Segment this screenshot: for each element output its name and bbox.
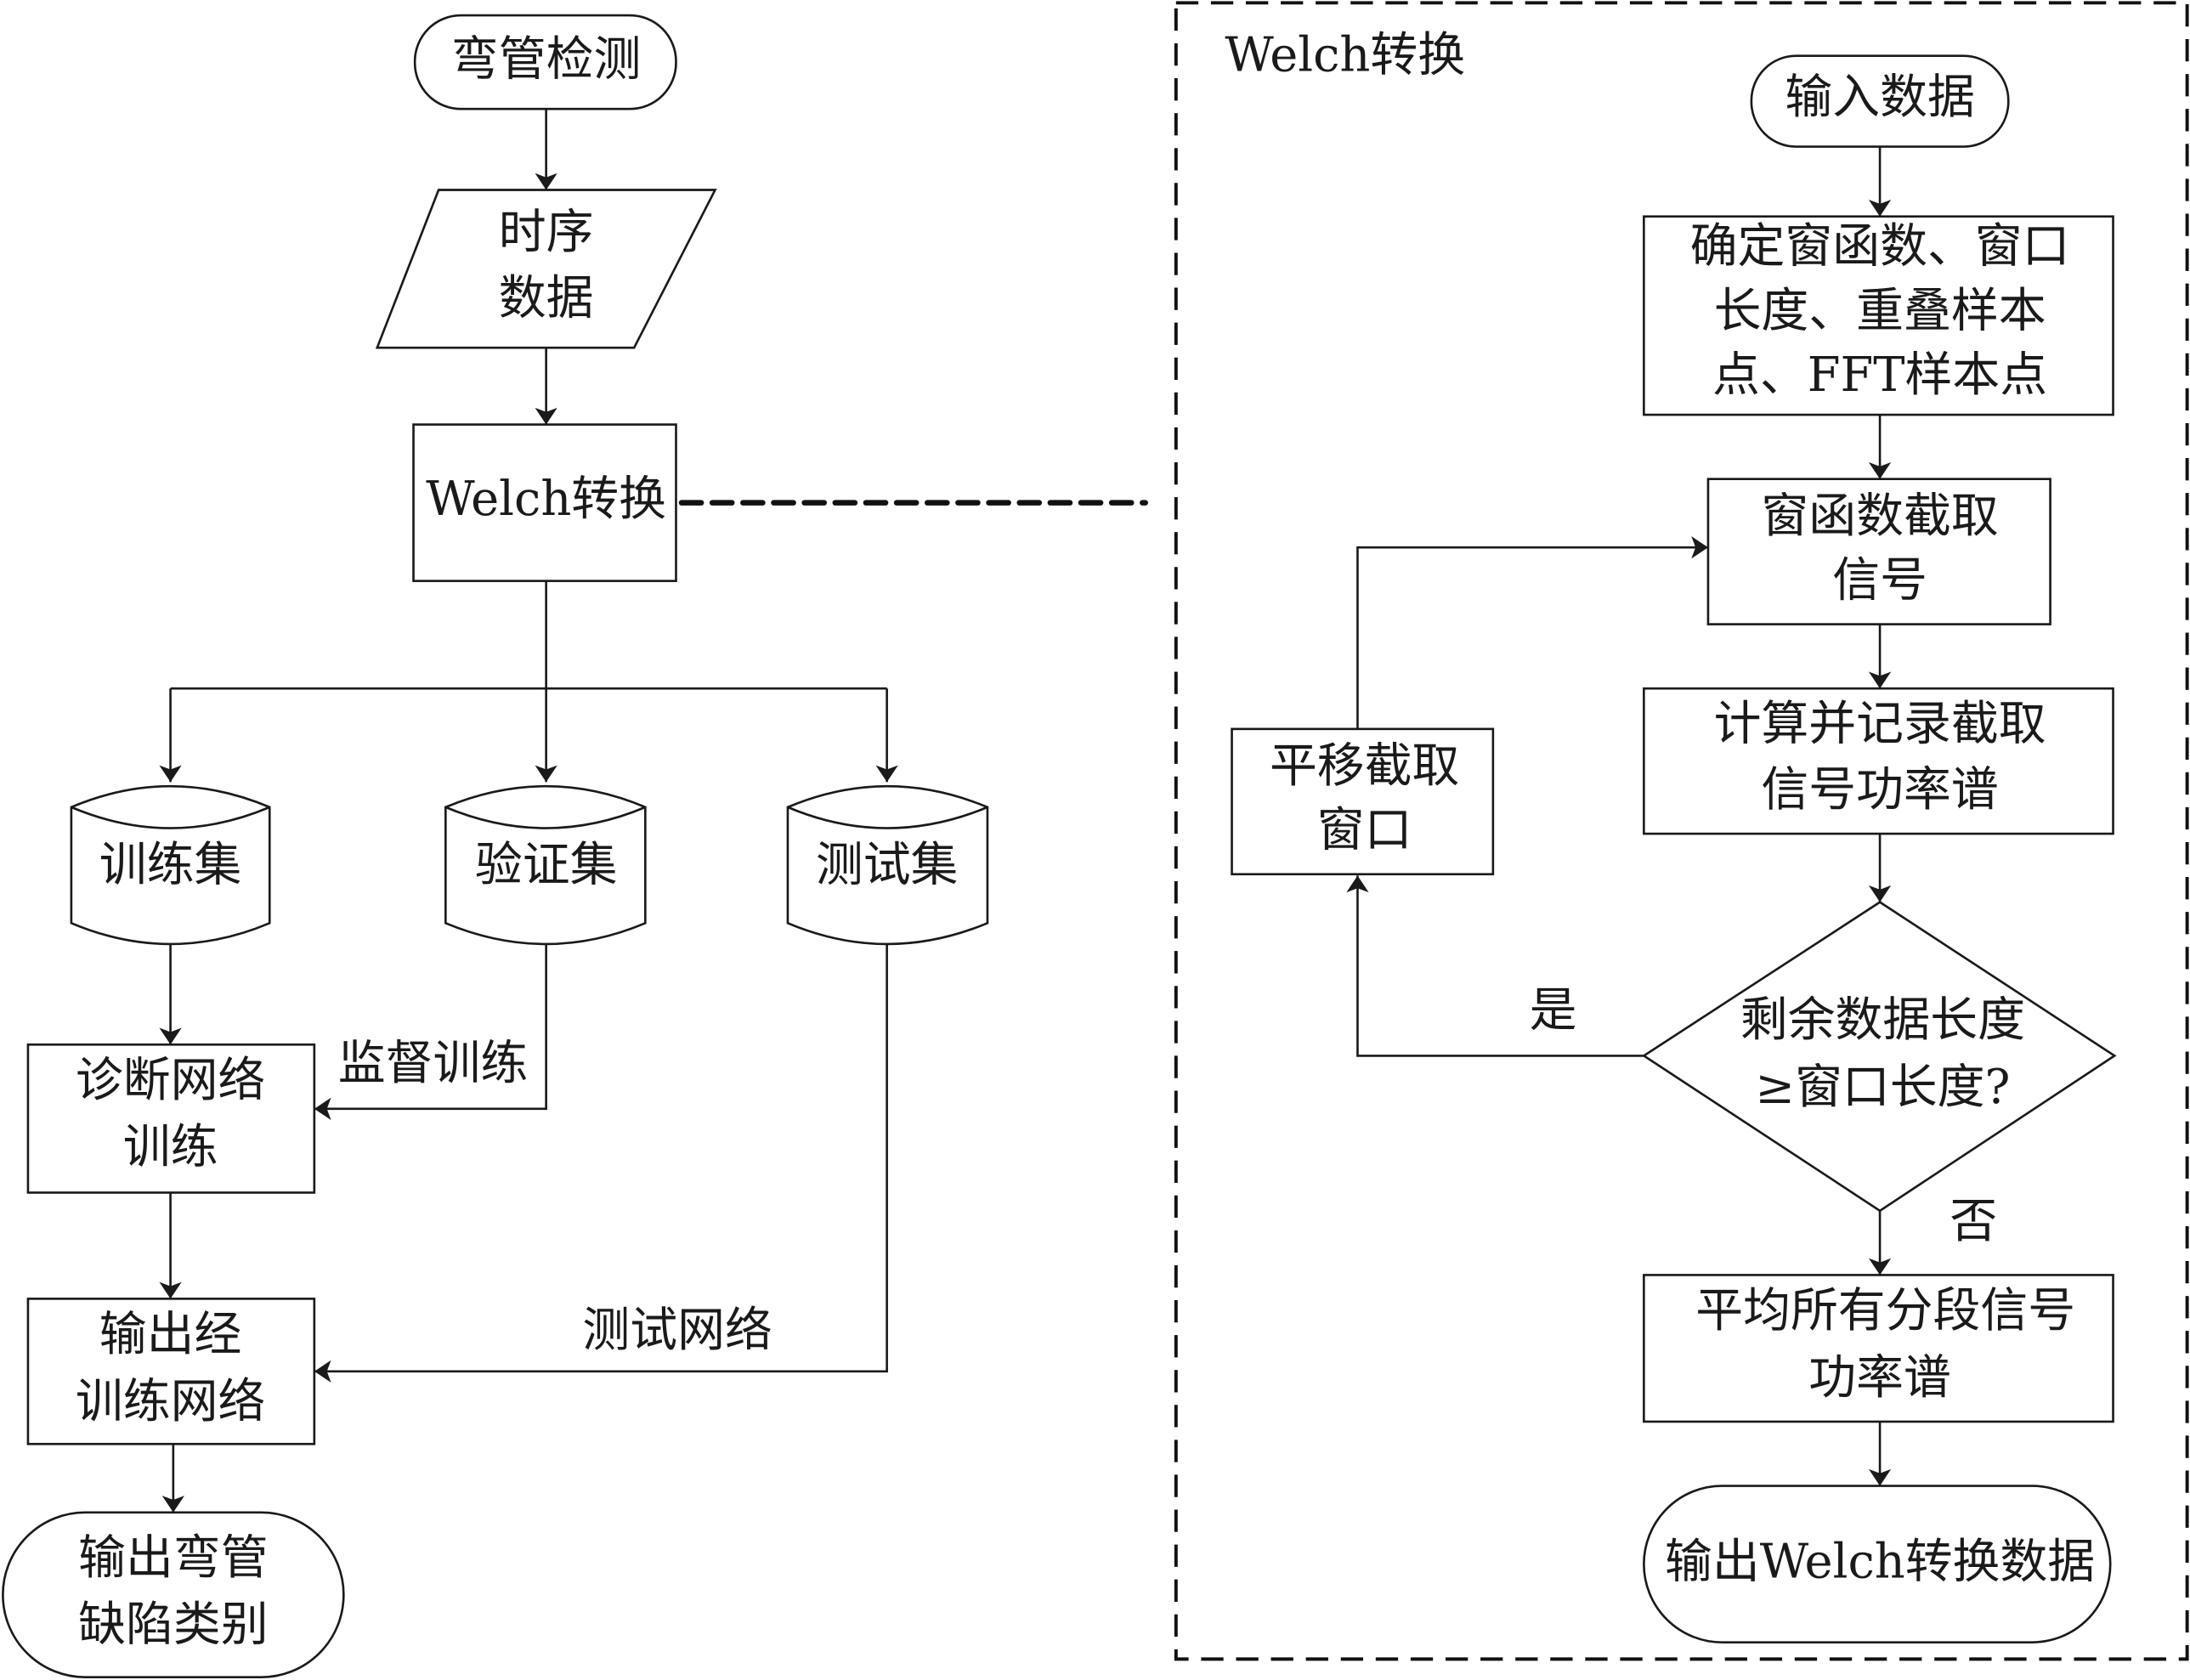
- supervise-label: 监督训练: [338, 1036, 528, 1091]
- average-psd-node: 平均所有分段信号 功率谱: [1643, 1274, 2114, 1423]
- compute-label-line2: 信号功率谱: [1761, 762, 1998, 817]
- start-node-label: 弯管检测: [451, 31, 641, 87]
- decision-node: 剩余数据长度 ≥窗口长度?: [1641, 901, 2117, 1213]
- arrow-yes-to-shift: [1346, 875, 1644, 1057]
- compute-psd-node: 计算并记录截取 信号功率谱: [1643, 687, 2114, 835]
- train-set-node: 训练集: [70, 784, 271, 946]
- end-node-label-line1: 输出弯管: [78, 1530, 268, 1586]
- end-node-defect-class: 输出弯管 缺陷类别: [2, 1511, 345, 1679]
- window-cut-label-line2: 信号: [1832, 552, 1927, 608]
- input-data-node: 输入数据: [1750, 54, 2010, 148]
- welch-detail-frame: [1174, 1, 2189, 1661]
- no-label: 否: [1949, 1194, 1997, 1249]
- output-net-label-line1: 输出经: [99, 1307, 242, 1362]
- params-label-line2: 长度、重叠样本: [1714, 283, 2046, 338]
- train-set-label: 训练集: [99, 838, 242, 893]
- output-net-label-line2: 训练网络: [76, 1374, 265, 1429]
- params-label-line1: 确定窗函数、窗口: [1690, 219, 2070, 274]
- arrow-val-supervise: [314, 943, 547, 1120]
- output-welch-node: 输出Welch转换数据: [1643, 1485, 2112, 1643]
- input-node-time-series: 时序 数据: [375, 189, 717, 349]
- input-node-label-line2: 数据: [499, 270, 594, 325]
- diagnose-train-label-line2: 训练: [123, 1120, 218, 1175]
- val-set-node: 验证集: [444, 784, 647, 946]
- decision-label-line2: ≥窗口长度?: [1755, 1060, 2010, 1115]
- test-set-label: 测试集: [816, 838, 959, 893]
- average-label-line1: 平均所有分段信号: [1695, 1283, 2075, 1338]
- input-node-label-line1: 时序: [499, 205, 594, 260]
- compute-label-line1: 计算并记录截取: [1714, 697, 2046, 752]
- welch-node: Welch转换: [412, 423, 677, 582]
- diagnose-train-label-line1: 诊断网络: [76, 1053, 265, 1108]
- window-cut-label-line1: 窗函数截取: [1761, 489, 1998, 544]
- welch-node-label: Welch转换: [426, 472, 666, 527]
- welch-frame-title: Welch转换: [1225, 28, 1465, 83]
- test-set-node: 测试集: [786, 784, 989, 946]
- output-trained-net-node: 输出经 训练网络: [26, 1298, 316, 1445]
- window-cut-node: 窗函数截取 信号: [1706, 478, 2051, 625]
- arrow-shift-to-window: [1356, 536, 1708, 729]
- shift-label-line2: 窗口: [1317, 803, 1412, 858]
- average-label-line2: 功率谱: [1808, 1350, 1951, 1406]
- params-node: 确定窗函数、窗口 长度、重叠样本 点、FFT样本点: [1643, 215, 2114, 416]
- yes-label: 是: [1530, 983, 1577, 1038]
- input-data-label: 输入数据: [1785, 70, 1974, 125]
- test-network-label: 测试网络: [582, 1303, 772, 1358]
- params-label-line3: 点、FFT样本点: [1712, 348, 2047, 403]
- decision-label-line1: 剩余数据长度: [1740, 993, 2025, 1048]
- end-node-label-line2: 缺陷类别: [78, 1598, 268, 1653]
- val-set-label: 验证集: [475, 838, 618, 893]
- diagnose-train-node: 诊断网络 训练: [26, 1043, 316, 1194]
- output-welch-label: 输出Welch转换数据: [1665, 1535, 2095, 1590]
- arrow-test-network: [314, 943, 888, 1383]
- shift-window-node: 平移截取 窗口: [1231, 727, 1495, 876]
- shift-label-line1: 平移截取: [1270, 738, 1459, 794]
- start-node-bend-detection: 弯管检测: [413, 14, 677, 110]
